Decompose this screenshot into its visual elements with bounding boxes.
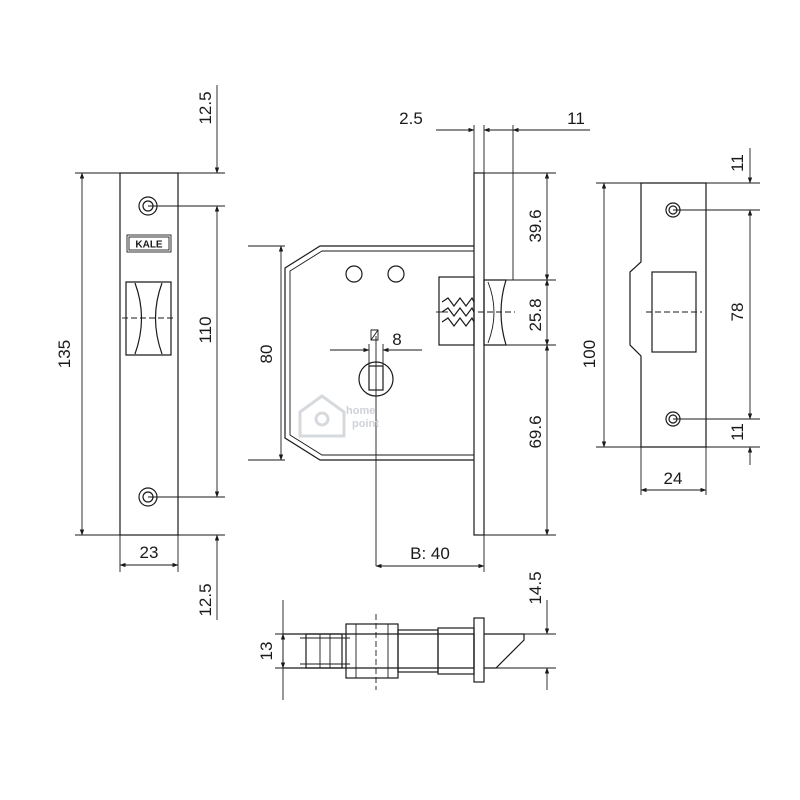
dim-faceplate-top-margin: 12.5 (196, 91, 215, 124)
bottom-view-case (283, 633, 475, 669)
bottom-view-latch (484, 633, 525, 669)
dim-faceplate-bottom-margin: 12.5 (196, 583, 215, 616)
dim-latch-height: 25.8 (526, 298, 545, 331)
dim-backset: B: 40 (410, 544, 450, 563)
spindle-hub (358, 336, 394, 566)
dim-plate-thickness: 2.5 (399, 109, 423, 128)
dim-faceplate-height: 135 (55, 340, 74, 368)
dim-strike-width: 24 (664, 469, 683, 488)
bottom-view: 13 14.5 (257, 571, 556, 700)
lock-rivet-right (387, 265, 405, 283)
lock-case-outline (284, 245, 474, 461)
dim-strike-bottom-margin: 11 (728, 423, 747, 441)
strike-plate-view: 100 78 11 11 24 (580, 148, 760, 495)
dim-faceplate-hole-spacing: 110 (196, 316, 215, 343)
latch-spring (441, 296, 475, 307)
dim-strike-hole-spacing: 78 (728, 303, 747, 322)
lock-front-plate (473, 172, 485, 536)
kale-logo-text: KALE (135, 240, 163, 251)
dim-latch-depth: 14.5 (526, 571, 545, 604)
dim-strike-height: 100 (580, 340, 599, 368)
watermark-line-1: home (346, 405, 375, 417)
faceplate-view: KALE 135 110 12.5 12.5 23 (55, 85, 225, 620)
dim-latch-projection: 11 (567, 109, 585, 128)
latch-bolt (483, 279, 507, 346)
bottom-view-hub (345, 623, 399, 679)
lock-body-view: 8 39.6 25.8 69.6 2.5 11 80 B: 40 (248, 109, 590, 572)
bottom-view-front-plate (473, 617, 485, 683)
dim-spindle-square: 8 (392, 330, 401, 349)
dim-body-height: 80 (257, 345, 276, 364)
lock-rivet-left (345, 265, 363, 283)
dim-strike-top-margin: 11 (728, 154, 747, 172)
watermark-line-2: point (352, 418, 379, 430)
faceplate-outline (119, 172, 179, 536)
faceplate-latch-window (122, 281, 176, 356)
kale-logo: KALE (126, 234, 172, 253)
dim-faceplate-width: 23 (140, 543, 159, 562)
strike-plate-outline (629, 182, 707, 448)
homepoint-watermark: home point (298, 394, 379, 438)
square-symbol-icon (370, 329, 379, 341)
dim-top-to-latch: 39.6 (526, 209, 545, 242)
dim-latch-to-bottom: 69.6 (526, 415, 545, 448)
dim-bottom-thickness: 13 (257, 642, 276, 661)
